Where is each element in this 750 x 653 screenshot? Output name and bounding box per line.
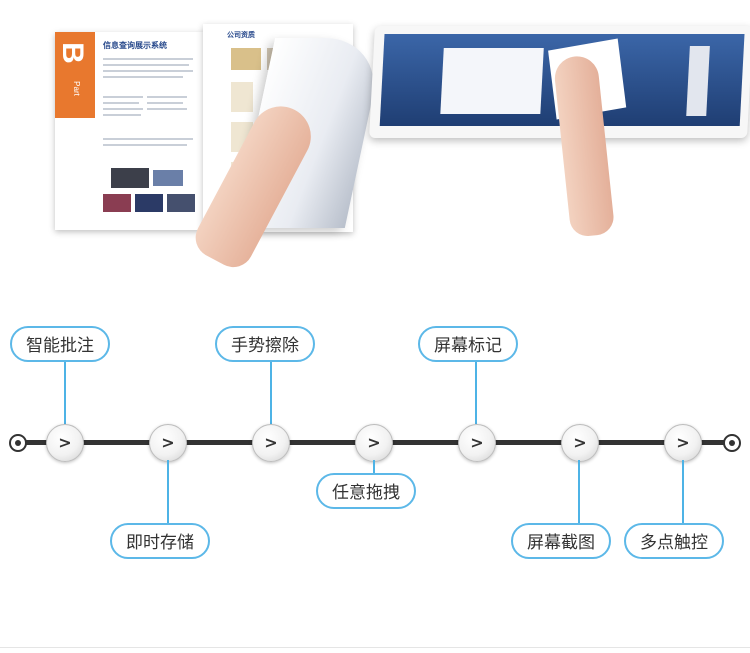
text-line bbox=[103, 114, 141, 116]
photo-thumbnail bbox=[111, 168, 149, 188]
part-letter: B bbox=[55, 42, 89, 64]
feature-multi-touch[interactable]: 多点触控 bbox=[624, 523, 724, 559]
booklet-title: 信息查询展示系统 bbox=[103, 41, 167, 50]
text-line bbox=[103, 70, 193, 72]
text-line bbox=[103, 64, 189, 66]
chevron-right-icon: > bbox=[367, 433, 381, 452]
chevron-right-icon: > bbox=[676, 433, 690, 452]
feature-label: 屏幕截图 bbox=[527, 533, 595, 553]
text-line bbox=[103, 144, 187, 146]
connector bbox=[578, 460, 580, 524]
feature-label: 屏幕标记 bbox=[434, 336, 502, 356]
feature-gesture-erase[interactable]: 手势擦除 bbox=[215, 326, 315, 362]
text-line bbox=[103, 76, 183, 78]
connector bbox=[167, 460, 169, 524]
screen-sidebar bbox=[686, 46, 710, 116]
text-line bbox=[147, 96, 187, 98]
text-line bbox=[103, 138, 193, 140]
text-line bbox=[103, 58, 193, 60]
chevron-right-icon: > bbox=[161, 433, 175, 452]
timeline-node-7[interactable]: > bbox=[664, 424, 702, 462]
chevron-right-icon: > bbox=[470, 433, 484, 452]
timeline-node-5[interactable]: > bbox=[458, 424, 496, 462]
timeline-node-3[interactable]: > bbox=[252, 424, 290, 462]
text-line bbox=[103, 102, 139, 104]
text-line bbox=[103, 108, 143, 110]
chevron-right-icon: > bbox=[264, 433, 278, 452]
timeline-node-1[interactable]: > bbox=[46, 424, 84, 462]
timeline-node-6[interactable]: > bbox=[561, 424, 599, 462]
screen-document bbox=[440, 48, 544, 114]
timeline-node-2[interactable]: > bbox=[149, 424, 187, 462]
photo-thumbnail bbox=[153, 170, 183, 186]
text-line bbox=[103, 96, 143, 98]
feature-label: 多点触控 bbox=[640, 533, 708, 553]
feature-label: 即时存储 bbox=[126, 533, 194, 553]
booklet-right-title: 公司资质 bbox=[227, 31, 255, 39]
part-b-badge: B Part bbox=[55, 32, 95, 118]
timeline-node-4[interactable]: > bbox=[355, 424, 393, 462]
feature-label: 智能批注 bbox=[26, 336, 94, 356]
text-line bbox=[147, 102, 183, 104]
timeline-end-icon bbox=[723, 434, 741, 452]
part-label: Part bbox=[71, 81, 81, 96]
connector bbox=[682, 460, 684, 524]
connector bbox=[64, 362, 66, 424]
bottom-divider bbox=[0, 647, 750, 648]
connector bbox=[270, 362, 272, 424]
certificate-thumbnail bbox=[231, 48, 261, 70]
connector bbox=[475, 362, 477, 424]
feature-label: 任意拖拽 bbox=[332, 483, 400, 503]
connector bbox=[373, 460, 375, 474]
feature-smart-annotation[interactable]: 智能批注 bbox=[10, 326, 110, 362]
chevron-right-icon: > bbox=[58, 433, 72, 452]
feature-free-drag[interactable]: 任意拖拽 bbox=[316, 473, 416, 509]
text-line bbox=[147, 108, 187, 110]
feature-instant-save[interactable]: 即时存储 bbox=[110, 523, 210, 559]
feature-label: 手势擦除 bbox=[231, 336, 299, 356]
certificate-thumbnail bbox=[231, 82, 253, 112]
chevron-right-icon: > bbox=[573, 433, 587, 452]
photo-thumbnail bbox=[103, 194, 131, 212]
feature-screenshot[interactable]: 屏幕截图 bbox=[511, 523, 611, 559]
timeline-start-icon bbox=[9, 434, 27, 452]
photo-thumbnail bbox=[167, 194, 195, 212]
feature-screen-mark[interactable]: 屏幕标记 bbox=[418, 326, 518, 362]
photo-thumbnail bbox=[135, 194, 163, 212]
